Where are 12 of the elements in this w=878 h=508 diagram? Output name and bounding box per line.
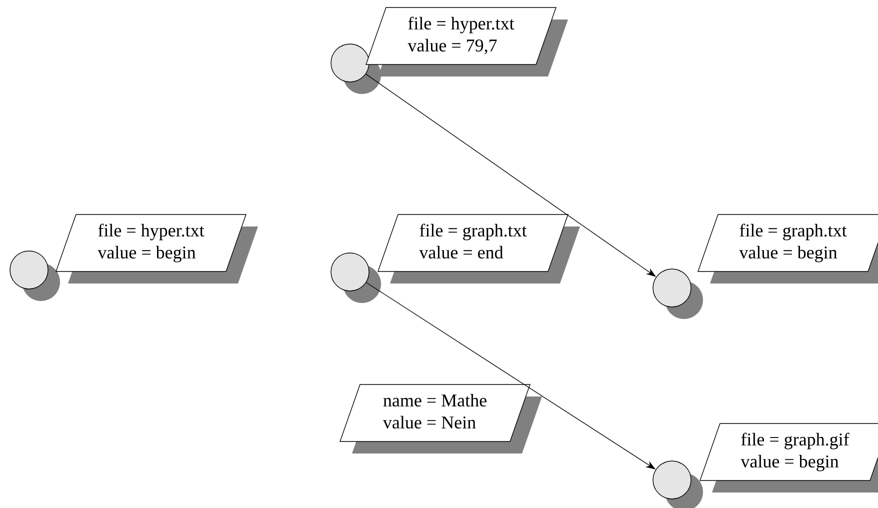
attribute-box: file = graph.txt value = begin [698,214,878,284]
attribute-box: name = Mathe value = Nein [340,384,542,454]
state-circle [652,460,703,508]
attribute-box: file = hyper.txt value = begin [56,214,258,284]
state-circle [652,268,703,319]
state-circle [10,250,60,301]
attribute-box: file = hyper.txt value = 79,7 [366,7,568,76]
attribute-box: file = graph.gif value = begin [700,423,878,492]
attribute-box: file = graph.txt value = end [378,214,580,284]
state-circle [330,252,381,303]
node-label: value = begin [739,246,838,262]
node-label: file = graph.txt [740,224,847,240]
